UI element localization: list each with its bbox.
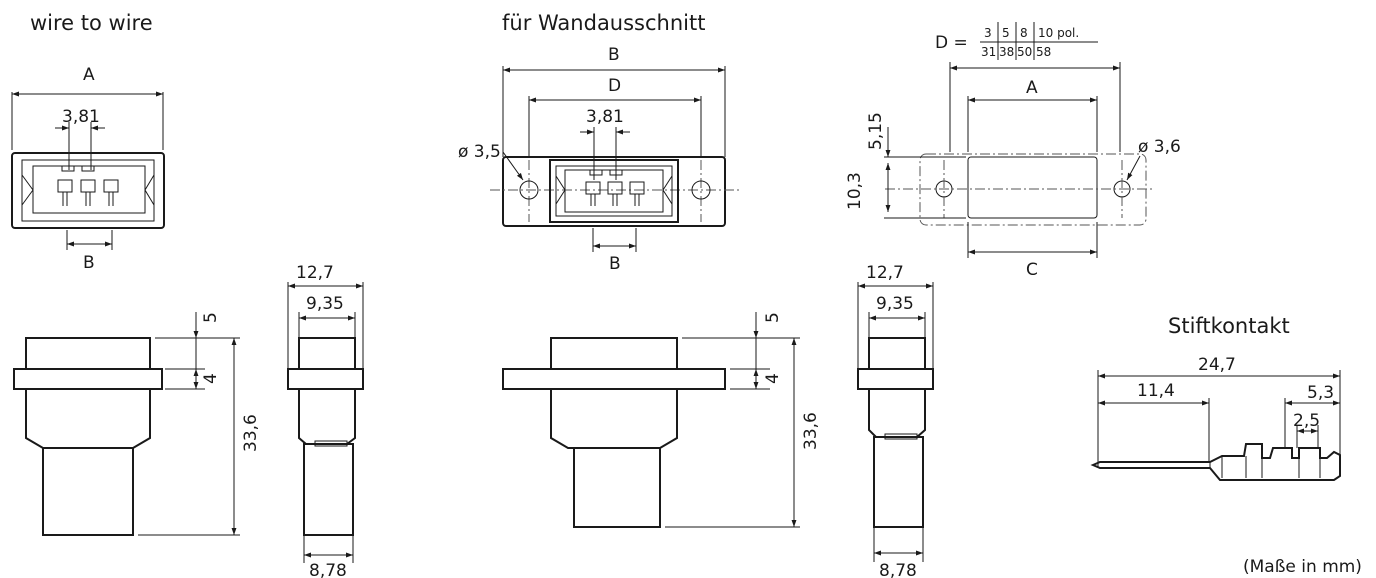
dim-B-bottom: B — [609, 254, 621, 274]
dim-A-cutout: A — [1026, 78, 1038, 98]
dim-cutout-offset: 5,15 — [866, 112, 886, 150]
units-note: (Maße in mm) — [1243, 557, 1362, 577]
d-table-pole: 10 pol. — [1038, 26, 1079, 40]
dim-h-flange-2: 4 — [763, 373, 783, 384]
dim-side-bottom: 8,78 — [309, 561, 347, 578]
dim-dia-cutout: ø 3,6 — [1138, 137, 1181, 157]
dim-side-inner-2: 9,35 — [876, 294, 914, 314]
wire-to-wire-side-view: 5 4 33,6 — [13, 312, 261, 536]
dim-pin-small: 2,5 — [1293, 411, 1320, 431]
dim-D: D — [608, 76, 621, 96]
panel-cutout-view: A 5,15 10,3 ø 3,6 C — [845, 62, 1181, 280]
title-wire-to-wire: wire to wire — [30, 11, 153, 35]
panel-mount-side-view: 5 4 33,6 — [502, 312, 821, 528]
panel-mount-front-view: B D 3,81 ø 3,5 — [458, 45, 740, 274]
dim-side-bottom-2: 8,78 — [879, 561, 917, 578]
d-table-value: 50 — [1017, 45, 1032, 59]
dim-B: B — [83, 253, 95, 273]
wire-to-wire-front-view: A 3,81 B — [11, 65, 165, 273]
dim-h-top-2: 5 — [763, 312, 783, 323]
dim-pin-total: 24,7 — [1198, 355, 1236, 375]
dim-h-total: 33,6 — [241, 414, 261, 452]
dim-h-flange: 4 — [201, 373, 221, 384]
dim-pitch: 3,81 — [62, 107, 100, 127]
panel-mount-narrow-view: 12,7 9,35 8,78 — [857, 263, 934, 578]
dim-A: A — [83, 65, 95, 85]
dim-side-inner: 9,35 — [306, 294, 344, 314]
dim-side-width: 12,7 — [296, 263, 334, 283]
title-pin-contact: Stiftkontakt — [1168, 314, 1290, 338]
d-table-pole: 5 — [1002, 26, 1010, 40]
dim-B-top: B — [608, 45, 620, 65]
wire-to-wire-narrow-view: 12,7 9,35 8,78 — [287, 263, 364, 578]
pin-contact-view: 24,7 11,4 5,3 2,5 — [1090, 355, 1341, 481]
d-table-pole: 8 — [1020, 26, 1028, 40]
title-wall-cutout: für Wandausschnitt — [502, 11, 705, 35]
dim-pin-right: 5,3 — [1307, 383, 1334, 403]
d-table-value: 31 — [981, 45, 996, 59]
dim-C: C — [1026, 260, 1038, 280]
dim-cutout-height: 10,3 — [845, 172, 865, 210]
d-table-value: 58 — [1036, 45, 1051, 59]
dim-dia-flange: ø 3,5 — [458, 142, 501, 162]
dim-pin-shaft: 11,4 — [1137, 381, 1175, 401]
dim-h-total-2: 33,6 — [801, 412, 821, 450]
dim-side-width-2: 12,7 — [866, 263, 904, 283]
d-table: D = 3 5 8 10 pol. 31 38 50 58 — [935, 22, 1098, 60]
d-table-pole: 3 — [984, 26, 992, 40]
d-table-value: 38 — [999, 45, 1014, 59]
d-table-label: D = — [935, 33, 968, 53]
dim-pitch-2: 3,81 — [586, 107, 624, 127]
dim-h-top: 5 — [201, 312, 221, 323]
